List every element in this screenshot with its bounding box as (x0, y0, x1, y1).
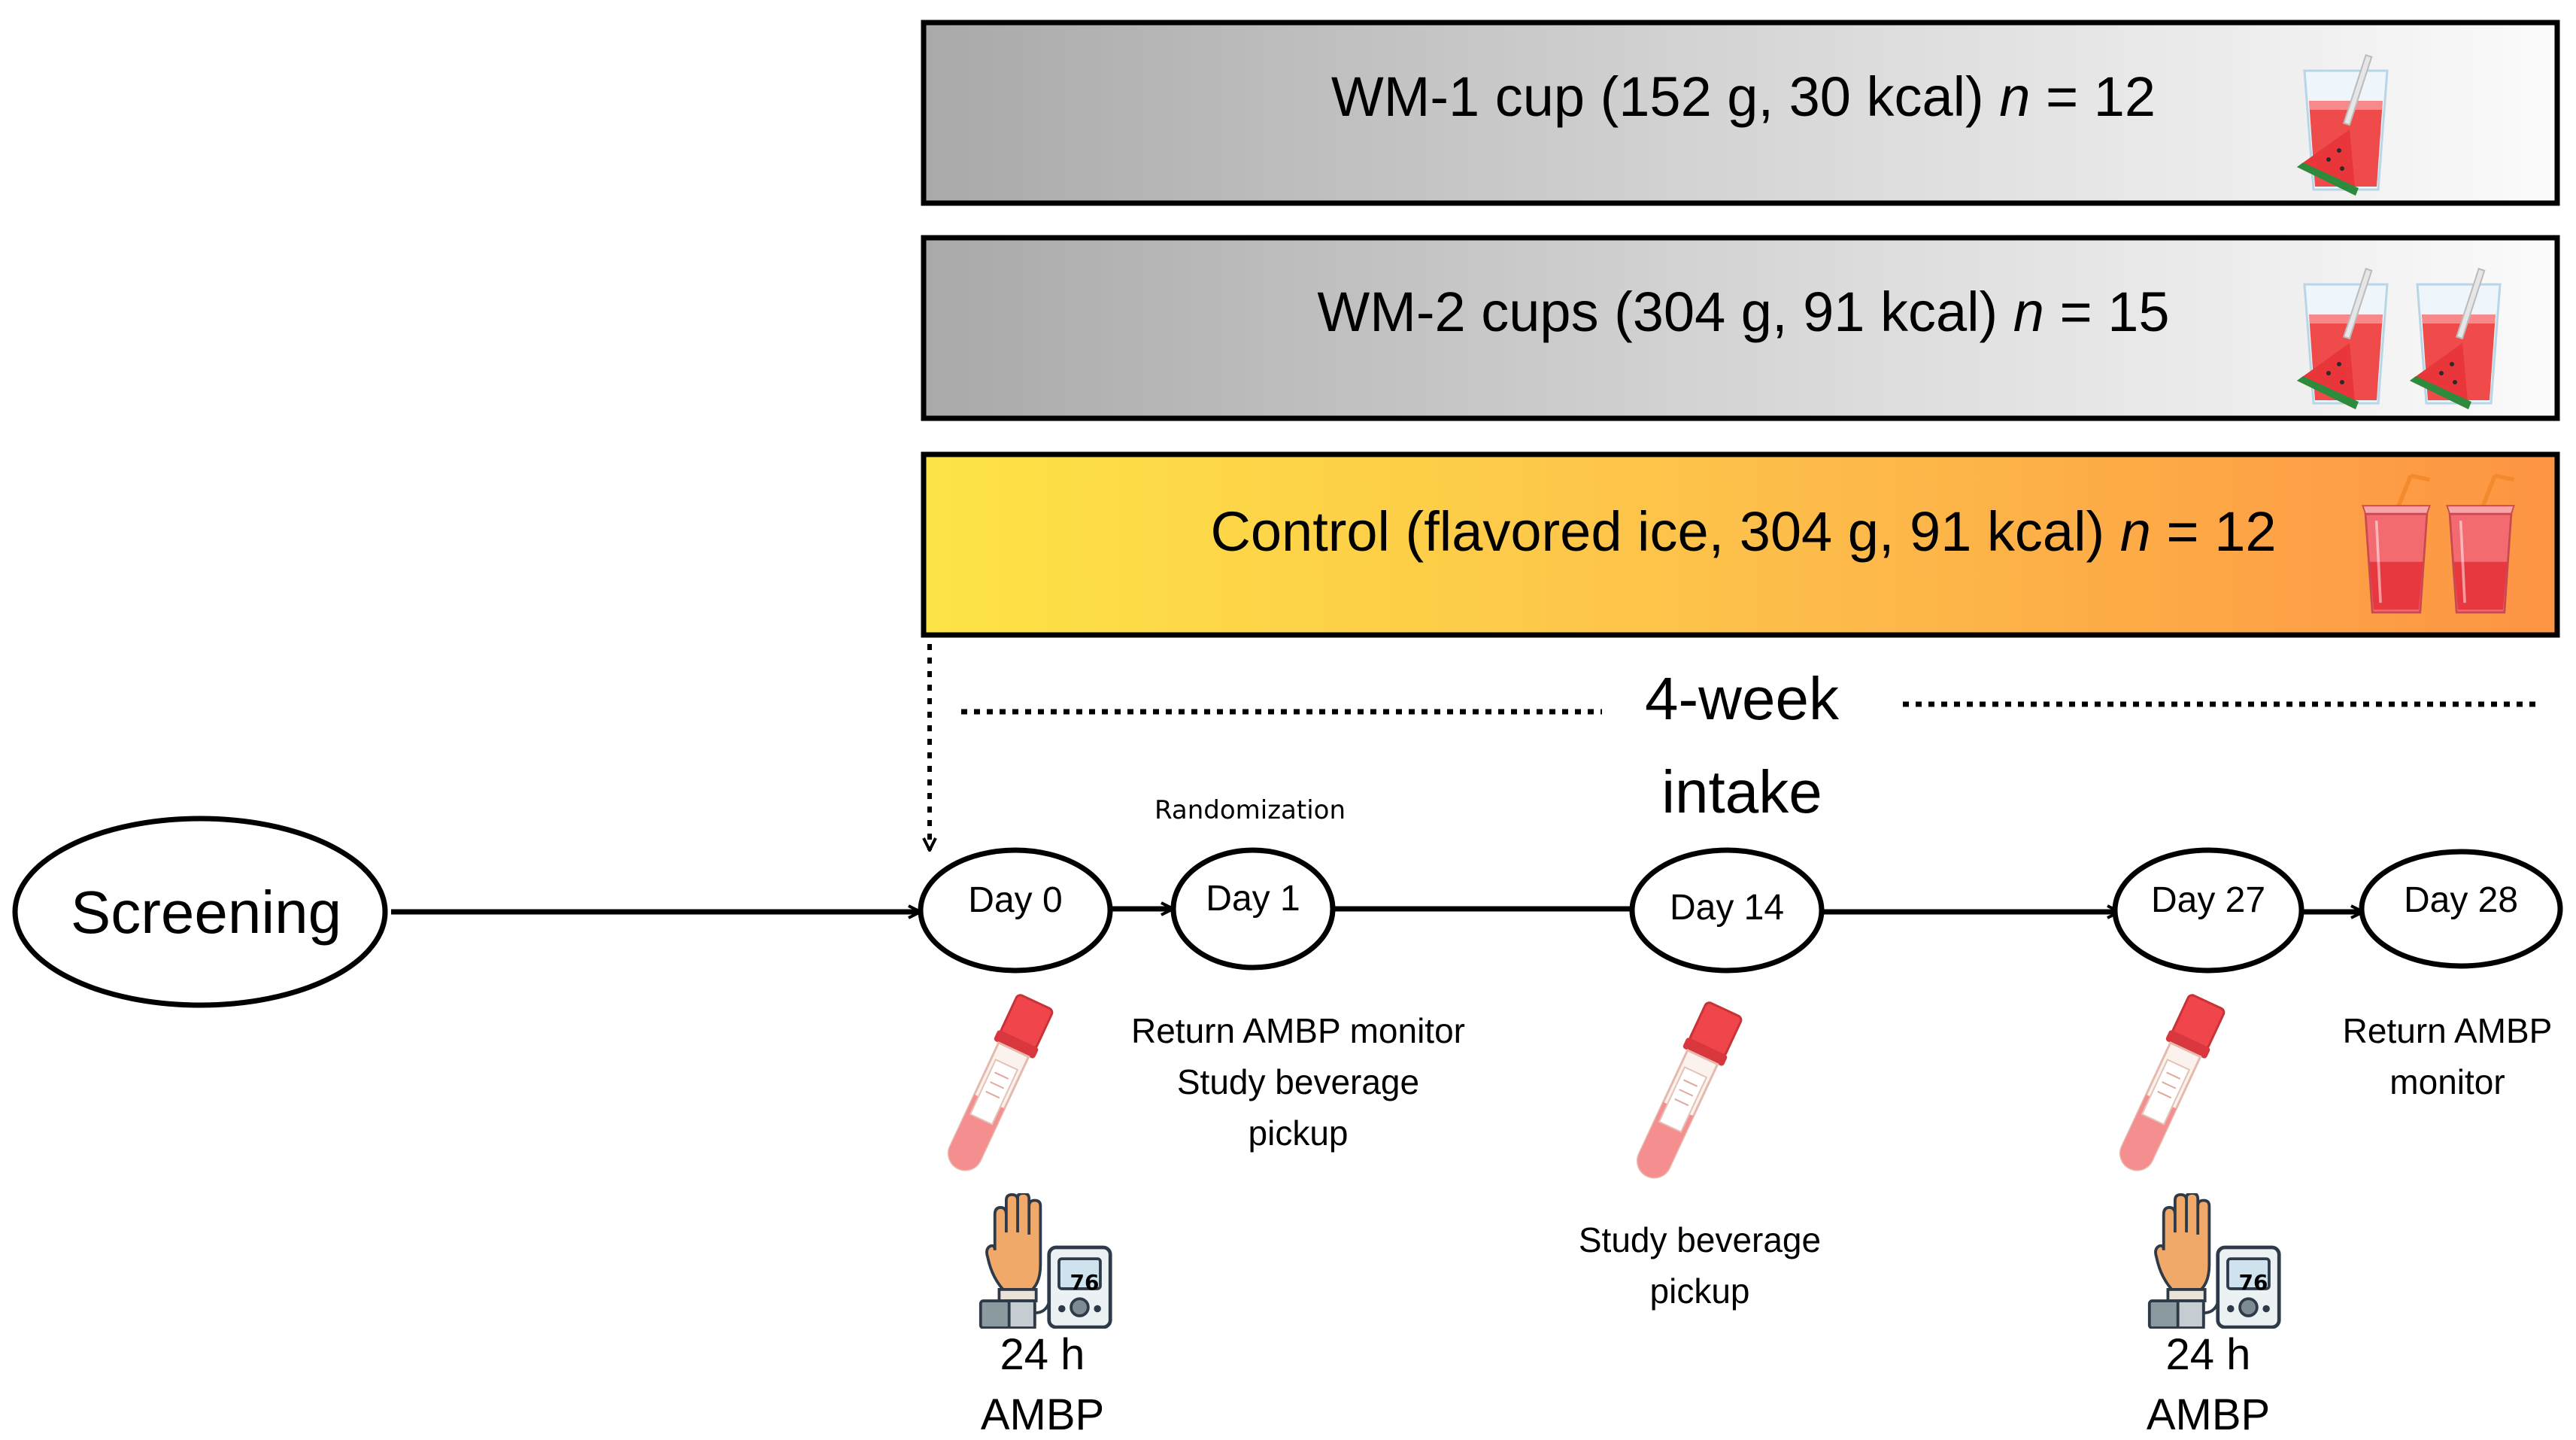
svg-text:Study beverage: Study beverage (1177, 1062, 1419, 1101)
arm-wm2-cups: WM-2 cups (304 g, 91 kcal) n = 15 (921, 235, 2560, 421)
svg-text:Day 0: Day 0 (968, 880, 1062, 920)
svg-text:Screening: Screening (71, 879, 341, 946)
blood-sample-tube-icon (936, 991, 1056, 1180)
node-day-0: Day 0 (918, 847, 1113, 974)
timeline (391, 909, 2363, 912)
svg-text:Day 14: Day 14 (1670, 888, 1784, 928)
svg-text:Day 28: Day 28 (2404, 880, 2518, 920)
node-day-14: Day 14 (1629, 847, 1825, 974)
svg-text:Return AMBP monitor: Return AMBP monitor (1131, 1011, 1465, 1050)
arm-label: WM-2 cups (304 g, 91 kcal) n = 15 (1317, 281, 2169, 343)
svg-text:AMBP: AMBP (981, 1390, 1104, 1439)
ambp-day27: 76 24 h AMBP (2147, 1193, 2279, 1439)
blood-sample-tube-icon (1625, 998, 1745, 1187)
intake-period: 4-week intake (961, 665, 2542, 825)
svg-text:AMBP: AMBP (2147, 1390, 2270, 1439)
svg-text:Day 27: Day 27 (2151, 880, 2265, 920)
node-day-1: Day 1 (1170, 847, 1336, 971)
svg-text:24 h: 24 h (1000, 1330, 1085, 1379)
day1-notes: Return AMBP monitor Study beverage picku… (1131, 1011, 1465, 1153)
svg-text:pickup: pickup (1650, 1271, 1750, 1311)
monitor-reading: 76 (1070, 1270, 1100, 1295)
arm-wm1-cup: WM-1 cup (152 g, 30 kcal) n = 12 (921, 20, 2560, 206)
intake-label-line1: 4-week (1645, 665, 1840, 732)
svg-text:monitor: monitor (2389, 1062, 2505, 1101)
node-day-27: Day 27 (2112, 847, 2304, 974)
intake-label-line2: intake (1661, 758, 1822, 825)
node-screening: Screening (12, 816, 388, 1008)
day14-notes: Study beverage pickup (1579, 1220, 1821, 1311)
ambp-day0: 76 24 h AMBP (981, 1193, 1110, 1439)
blood-sample-tube-icon (2108, 991, 2228, 1180)
node-day-28: Day 28 (2359, 849, 2563, 969)
day28-notes: Return AMBP monitor (2343, 1011, 2553, 1101)
blood-pressure-monitor-icon (981, 1193, 1110, 1328)
blood-pressure-monitor-icon (2150, 1193, 2279, 1328)
randomization-label: Randomization (1154, 795, 1346, 825)
svg-text:Day 1: Day 1 (1206, 879, 1300, 919)
arm-control: Control (flavored ice, 304 g, 91 kcal) n… (921, 451, 2560, 638)
svg-text:pickup: pickup (1249, 1113, 1349, 1153)
arm-label: Control (flavored ice, 304 g, 91 kcal) n… (1210, 500, 2276, 563)
arm-label: WM-1 cup (152 g, 30 kcal) n = 12 (1331, 65, 2156, 128)
svg-text:Return AMBP: Return AMBP (2343, 1011, 2553, 1050)
svg-text:Study beverage: Study beverage (1579, 1220, 1821, 1259)
svg-text:24 h: 24 h (2166, 1330, 2251, 1379)
monitor-reading: 76 (2239, 1270, 2268, 1295)
